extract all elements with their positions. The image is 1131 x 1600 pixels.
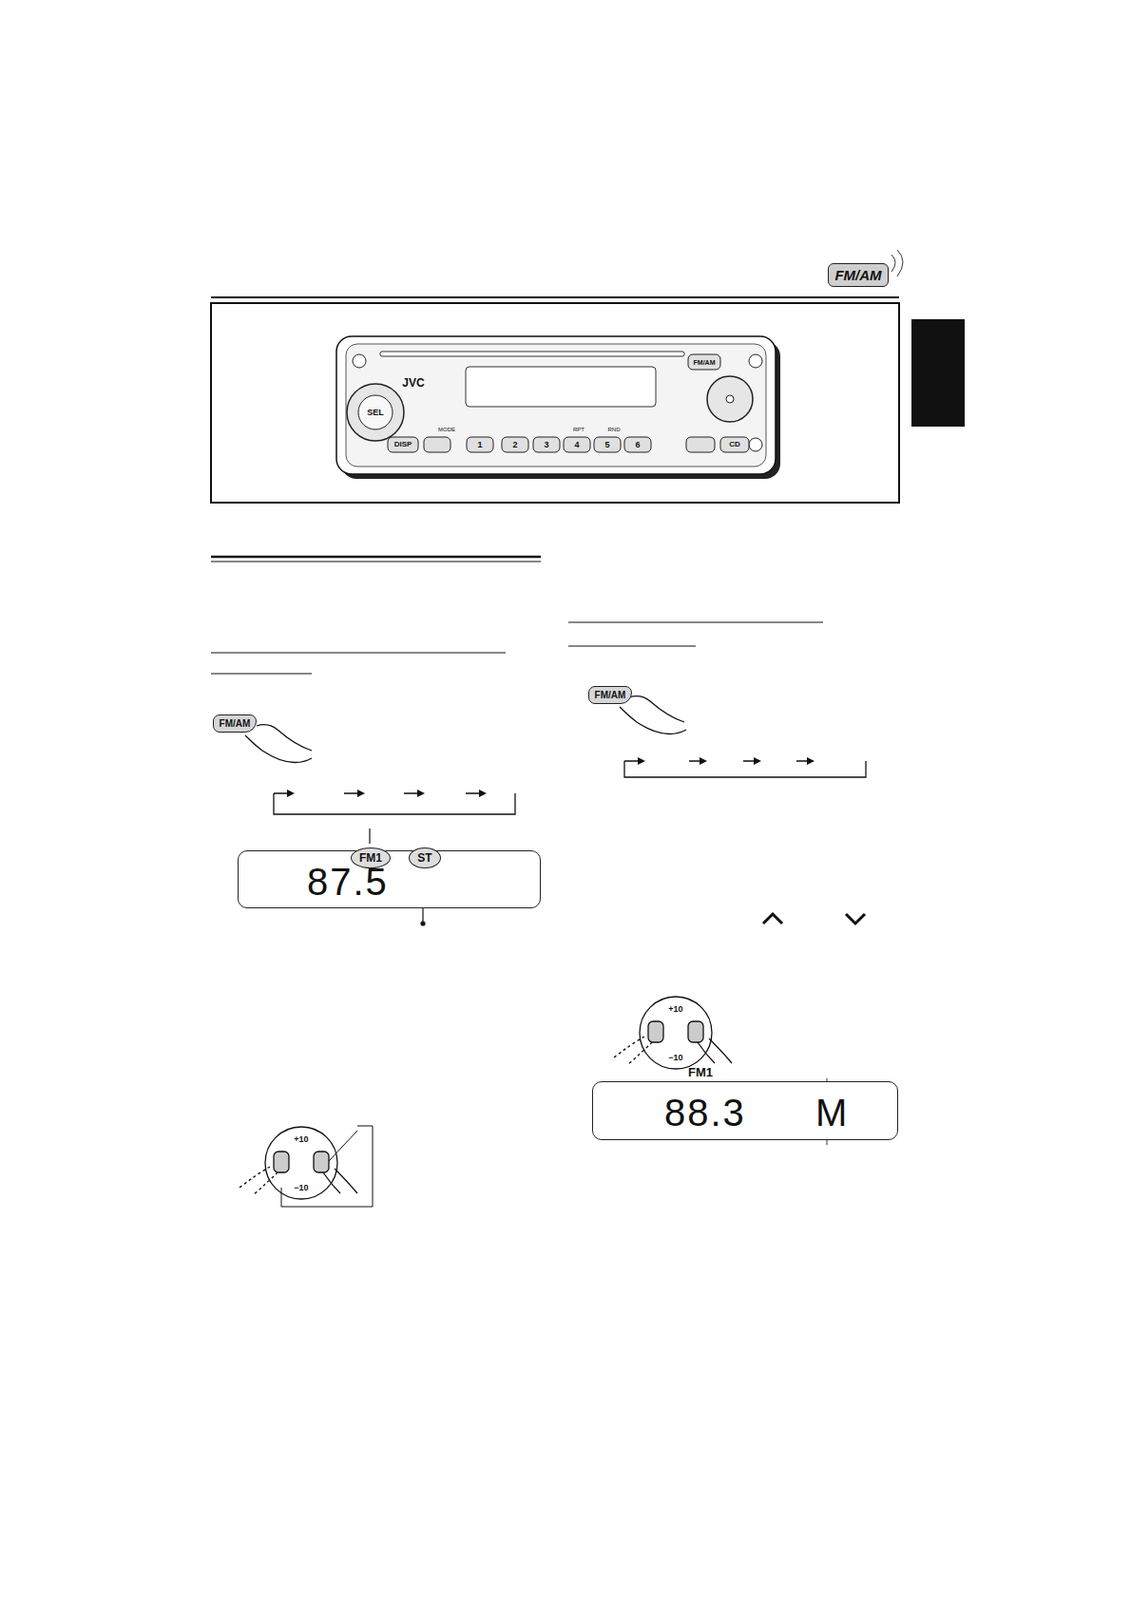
button-number: 2 bbox=[512, 440, 518, 450]
button-label: DISP bbox=[394, 440, 413, 449]
band-icon: FM/AM bbox=[827, 263, 888, 288]
button-number: 4 bbox=[574, 440, 579, 450]
button-number: 3 bbox=[543, 440, 549, 450]
node-text: ST bbox=[417, 851, 432, 865]
node-text: 87.5 bbox=[306, 862, 389, 901]
node-text: FM/AM bbox=[219, 718, 251, 729]
knob-label: SEL bbox=[366, 408, 384, 418]
disc-logo bbox=[481, 883, 893, 1134]
button-label: RPT bbox=[573, 426, 585, 433]
brand-logo: JVC bbox=[402, 377, 424, 389]
button-label: CD bbox=[728, 440, 741, 449]
pad-label: +10 bbox=[293, 1135, 308, 1145]
cycle-bracket bbox=[273, 761, 866, 815]
node-text: 88.3 bbox=[664, 1093, 747, 1132]
pad-label: −10 bbox=[293, 1184, 308, 1193]
node-text: FM1 bbox=[359, 851, 383, 865]
header-rule bbox=[210, 296, 900, 299]
node-text: M bbox=[815, 1093, 849, 1132]
button-number: 1 bbox=[477, 440, 482, 450]
node-text: FM1 bbox=[688, 1066, 713, 1079]
fm-am-button: FM/AM bbox=[212, 714, 258, 733]
unit-frame bbox=[210, 303, 900, 503]
signal-waves bbox=[891, 249, 903, 277]
car-stereo bbox=[336, 336, 781, 480]
stereo-indicator: ST bbox=[408, 847, 441, 869]
button-number: 5 bbox=[604, 440, 610, 450]
display-panel: FM188.3M bbox=[592, 1081, 899, 1141]
button-label: FM/AM bbox=[693, 359, 716, 366]
button-label: MODE bbox=[438, 426, 456, 433]
node-text: FM/AM bbox=[594, 690, 627, 701]
pad-label: −10 bbox=[668, 1054, 683, 1063]
finger bbox=[245, 696, 687, 764]
node-text: FM/AM bbox=[834, 267, 882, 284]
fm-am-button: FM/AM bbox=[588, 686, 633, 705]
button-number: 6 bbox=[634, 440, 640, 450]
button-label: RND bbox=[608, 426, 621, 433]
display-panel: 87.5FM1 ST bbox=[237, 850, 541, 909]
pad-label: +10 bbox=[668, 1005, 683, 1015]
chevron-symbol bbox=[763, 914, 865, 924]
section-tab bbox=[911, 319, 965, 427]
band-indicator: FM1 bbox=[350, 847, 391, 869]
